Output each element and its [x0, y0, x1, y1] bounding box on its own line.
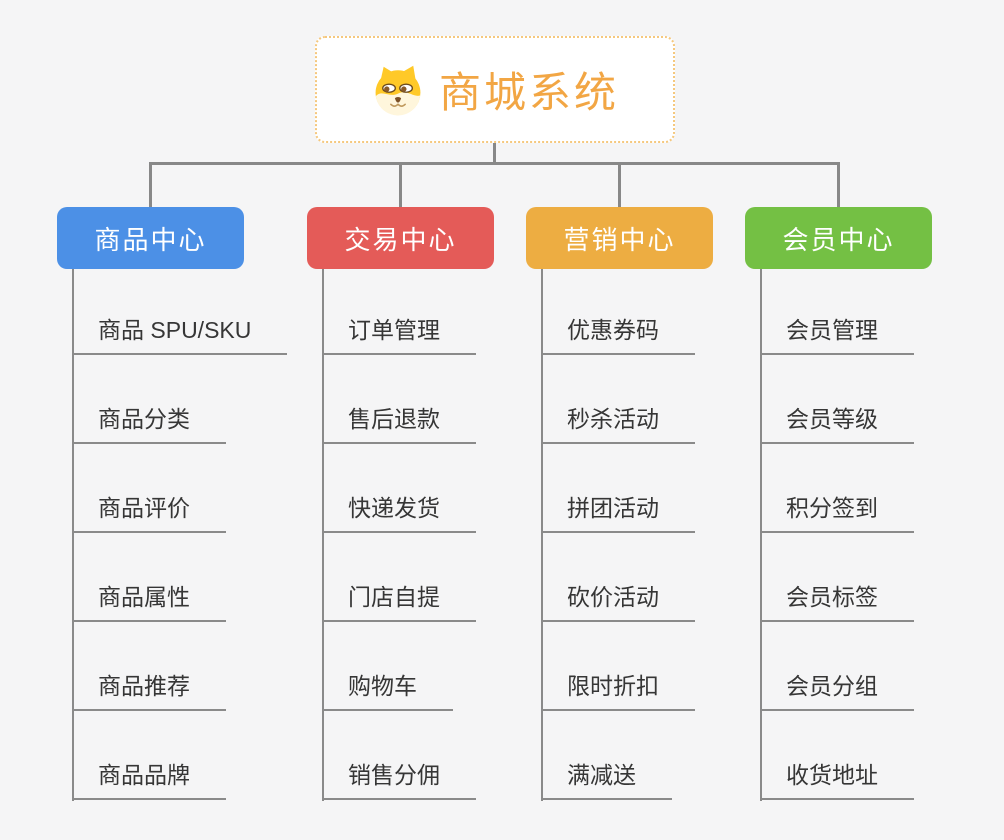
- leaf-node[interactable]: 会员标签: [760, 582, 914, 622]
- leaf-node[interactable]: 门店自提: [322, 582, 476, 622]
- leaf-node[interactable]: 限时折扣: [541, 671, 695, 711]
- leaf-node[interactable]: 快递发货: [322, 493, 476, 533]
- shiba-dog-icon: [375, 65, 421, 115]
- trunk-connector-line: [541, 268, 543, 801]
- leaf-node[interactable]: 商品评价: [72, 493, 226, 533]
- leaf-node[interactable]: 商品推荐: [72, 671, 226, 711]
- leaf-node[interactable]: 积分签到: [760, 493, 914, 533]
- leaf-node[interactable]: 购物车: [322, 671, 453, 711]
- root-connector-line: [493, 143, 496, 163]
- branch-node-trade-center[interactable]: 交易中心: [307, 207, 494, 269]
- root-title: 商城系统: [438, 69, 619, 116]
- trunk-connector-line: [72, 268, 74, 801]
- branch-node-member-center[interactable]: 会员中心: [745, 207, 932, 269]
- trunk-connector-line: [760, 268, 762, 801]
- drop-connector-line: [149, 162, 152, 208]
- leaf-node[interactable]: 会员等级: [760, 404, 914, 444]
- leaf-node[interactable]: 优惠券码: [541, 315, 695, 355]
- leaf-node[interactable]: 商品属性: [72, 582, 226, 622]
- branch-node-marketing-center[interactable]: 营销中心: [526, 207, 713, 269]
- branch-label: 交易中心: [344, 224, 457, 255]
- bus-connector-line: [149, 162, 839, 165]
- leaf-node[interactable]: 收货地址: [760, 760, 914, 800]
- leaf-node[interactable]: 会员分组: [760, 671, 914, 711]
- leaf-node[interactable]: 拼团活动: [541, 493, 695, 533]
- leaf-node[interactable]: 销售分佣: [322, 760, 476, 800]
- leaf-node[interactable]: 砍价活动: [541, 582, 695, 622]
- leaf-node[interactable]: 秒杀活动: [541, 404, 695, 444]
- root-node[interactable]: 商城系统: [315, 36, 675, 143]
- branch-label: 营销中心: [563, 224, 676, 255]
- drop-connector-line: [837, 162, 840, 208]
- trunk-connector-line: [322, 268, 324, 801]
- drop-connector-line: [399, 162, 402, 208]
- leaf-node[interactable]: 商品品牌: [72, 760, 226, 800]
- leaf-node[interactable]: 订单管理: [322, 315, 476, 355]
- leaf-node[interactable]: 商品 SPU/SKU: [72, 315, 288, 355]
- branch-node-product-center[interactable]: 商品中心: [57, 207, 244, 269]
- drop-connector-line: [618, 162, 621, 208]
- leaf-node[interactable]: 商品分类: [72, 404, 226, 444]
- leaf-node[interactable]: 售后退款: [322, 404, 476, 444]
- branch-label: 商品中心: [94, 224, 207, 255]
- branch-label: 会员中心: [782, 224, 895, 255]
- leaf-node[interactable]: 会员管理: [760, 315, 914, 355]
- leaf-node[interactable]: 满减送: [541, 760, 672, 800]
